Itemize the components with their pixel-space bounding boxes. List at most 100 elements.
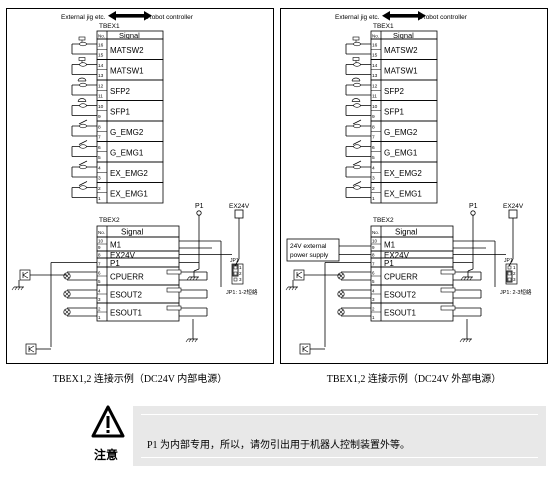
tbex1-pin: 5: [372, 155, 375, 161]
tbex2-signal-p1: P1: [384, 259, 394, 268]
contact-shape: [79, 62, 87, 67]
key-switch-icon: [78, 57, 87, 67]
tbex1-pin: 12: [372, 84, 378, 90]
tbex1-signal-header: Signal: [119, 31, 140, 40]
tbex1-pin: 4: [98, 166, 101, 172]
ground-hatch: [185, 338, 189, 343]
tbex2-pin: 6: [372, 271, 375, 276]
tbex2-pin: 3: [98, 297, 101, 302]
header-left-label: External jig etc.: [335, 14, 380, 21]
transistor-emitter: [296, 274, 303, 279]
transistor-box: [299, 343, 311, 355]
tbex1-pin: 3: [372, 176, 375, 182]
tbex2-pin: 9: [372, 245, 375, 250]
contact-shape: [79, 103, 87, 108]
tbex1-signal-sfp2: SFP2: [110, 87, 131, 96]
ground-hatch: [20, 286, 24, 291]
ground-hatch: [468, 338, 472, 343]
tbex1-pin: 13: [98, 73, 104, 79]
contact-lever: [78, 181, 88, 186]
tbex1-signal-g-emg2: G_EMG2: [110, 128, 144, 137]
tbex2-pin: 9: [98, 245, 101, 250]
tbex1-signal-matsw1: MATSW1: [384, 67, 418, 76]
contact-switch-icon: [78, 119, 88, 129]
ex24v-terminal: [234, 209, 244, 219]
tbex2-title: TBEX2: [99, 217, 120, 224]
key-switch-icon: [352, 57, 361, 67]
ground-hatch: [469, 276, 473, 281]
internal-relay-icon: [440, 305, 456, 311]
external-supply-box: [286, 238, 340, 262]
tbex2-signal-m1: M1: [384, 241, 396, 250]
ground-hatch: [188, 338, 192, 343]
ground-hatch: [288, 286, 292, 291]
tbex1-pin: 8: [372, 125, 375, 131]
ground-hatch: [11, 286, 15, 291]
jp1-pin: [233, 271, 238, 276]
tbex2-signal-ex24v: EX24V: [110, 251, 136, 260]
button-cap: [351, 77, 361, 82]
wire: [193, 268, 200, 272]
tbex1-pin: 2: [98, 186, 101, 192]
tbex1-title: TBEX1: [99, 23, 120, 30]
internal-relay-icon: [166, 305, 182, 311]
tbex1-pin: 15: [98, 53, 104, 59]
jp1-label: JP1: [230, 258, 239, 264]
contact-switch-icon: [78, 181, 88, 190]
tbex1-signal-ex-emg2: EX_EMG2: [384, 169, 422, 178]
tbex1-signal-ex-emg2: EX_EMG2: [110, 169, 148, 178]
tbex2-pin: 6: [98, 271, 101, 276]
transistor-collector: [28, 345, 35, 350]
tbex1-pin: 4: [372, 166, 375, 172]
contact-switch-icon: [352, 160, 362, 170]
jp1-label: JP1: [504, 258, 513, 264]
contact-lever: [78, 140, 88, 145]
ground-hatch: [460, 276, 464, 281]
internal-relay-icon: [440, 269, 456, 275]
key-head: [78, 36, 86, 41]
tbex2-pin: 1: [372, 315, 375, 320]
ground-hatch: [462, 338, 466, 343]
transistor-box: [293, 269, 305, 281]
wiring-diagram: External jig etc.Robot controllerTBEX1No…: [11, 11, 258, 355]
tbex1-signal-sfp2: SFP2: [384, 87, 405, 96]
indicator-lamp-icon: [63, 272, 71, 280]
transistor-collector: [296, 271, 303, 276]
ground-icon: [186, 276, 199, 281]
tbex2-signal-esout1: ESOUT1: [110, 309, 143, 318]
jp1-shunt: [506, 270, 513, 283]
lamp-cross: [338, 273, 344, 279]
tbex1-pin: 6: [372, 145, 375, 151]
tbex1-signal-ex-emg1: EX_EMG1: [384, 190, 422, 199]
ground-icon: [460, 276, 473, 281]
internal-relay-icon: [440, 287, 456, 293]
lamp-cross: [64, 273, 70, 279]
contact-lever: [352, 119, 362, 125]
tbex1-pin: 11: [98, 94, 103, 100]
jp1-pin-number: 1: [513, 265, 516, 270]
tbex1-pin: 14: [372, 63, 378, 69]
pushbutton-icon: [351, 77, 361, 88]
ground-hatch: [191, 338, 195, 343]
wire: [234, 258, 240, 267]
indicator-lamp-icon: [337, 308, 345, 316]
p1-label: P1: [195, 203, 204, 210]
tbex2-pin: 2: [98, 307, 101, 312]
tbex2-signal-cpuerr: CPUERR: [110, 273, 144, 282]
lamp-cross: [64, 309, 70, 315]
note-frame: P1 为内部专用，所以，请勿引出用于机器人控制装置外等。: [141, 414, 538, 458]
ground-icon: [185, 338, 198, 343]
arrow-head-left: [108, 11, 116, 21]
tbex1-no-header: No.: [98, 34, 105, 39]
transistor-emitter: [28, 348, 35, 353]
ground-hatch: [194, 338, 198, 343]
transistor-icon: [19, 269, 31, 281]
tbex1-pin: 10: [98, 104, 104, 110]
jp1-pin: [507, 265, 512, 270]
ex24v-label: EX24V: [229, 203, 250, 210]
contact-shape: [79, 185, 87, 190]
jp1-pin: [233, 265, 238, 270]
note-text: P1 为内部专用，所以，请勿引出用于机器人控制装置外等。: [147, 440, 411, 451]
tbex1-pin: 5: [98, 155, 101, 161]
